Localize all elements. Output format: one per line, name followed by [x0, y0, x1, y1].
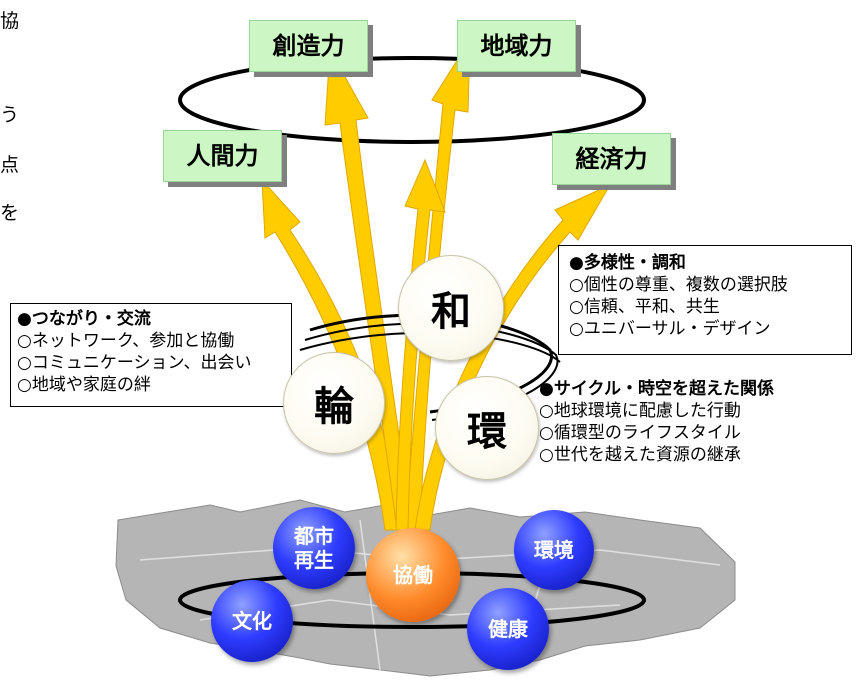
wa-circle: 和	[398, 255, 504, 361]
kan-heading: ●サイクル・時空を超えた関係	[539, 379, 774, 399]
force-regional: 地域力	[457, 20, 576, 72]
kan-item: ○循環型のライフスタイル	[539, 423, 741, 443]
rin-circle: 輪	[283, 352, 385, 454]
kan-item: ○地球環境に配慮した行動	[539, 401, 741, 421]
health-circle: 健康	[467, 588, 549, 670]
force-human: 人間力	[163, 130, 282, 182]
kan-item: ○世代を越えた資源の継承	[539, 445, 741, 465]
force-economic: 経済力	[552, 133, 671, 185]
arrow-regional	[404, 38, 471, 531]
rin-description: ●つながり・交流 ○ネットワーク、参加と協働 ○コミュニケーション、出会い ○地…	[10, 303, 292, 407]
edge-text-3: 点	[0, 154, 20, 176]
culture-circle: 文化	[211, 580, 293, 662]
rin-item: ○コミュニケーション、出会い	[17, 353, 252, 373]
wa-description: ●多様性・調和 ○個性の尊重、複数の選択肢 ○信頼、平和、共生 ○ユニバーサル・…	[558, 245, 852, 355]
rin-item: ○ネットワーク、参加と協働	[17, 331, 235, 351]
force-creativity: 創造力	[249, 20, 368, 72]
collaboration-circle: 協働	[366, 528, 460, 622]
wa-heading: ●多様性・調和	[569, 253, 686, 273]
wa-item: ○ユニバーサル・デザイン	[569, 319, 771, 339]
rin-heading: ●つながり・交流	[17, 309, 151, 329]
edge-text-2: う	[0, 104, 20, 126]
arrow-center	[395, 158, 446, 531]
kan-description: ●サイクル・時空を超えた関係 ○地球環境に配慮した行動 ○循環型のライフスタイル…	[529, 372, 824, 480]
rin-item: ○地域や家庭の絆	[17, 375, 151, 395]
wa-item: ○信頼、平和、共生	[569, 297, 720, 317]
environment-circle: 環境	[514, 510, 594, 590]
kan-circle: 環	[435, 376, 539, 480]
top-ring	[178, 56, 646, 144]
urban-renewal-circle: 都市 再生	[273, 507, 355, 589]
wa-item: ○個性の尊重、複数の選択肢	[569, 275, 788, 295]
edge-text-4: を	[0, 202, 20, 224]
edge-text-1: 協	[0, 10, 20, 32]
